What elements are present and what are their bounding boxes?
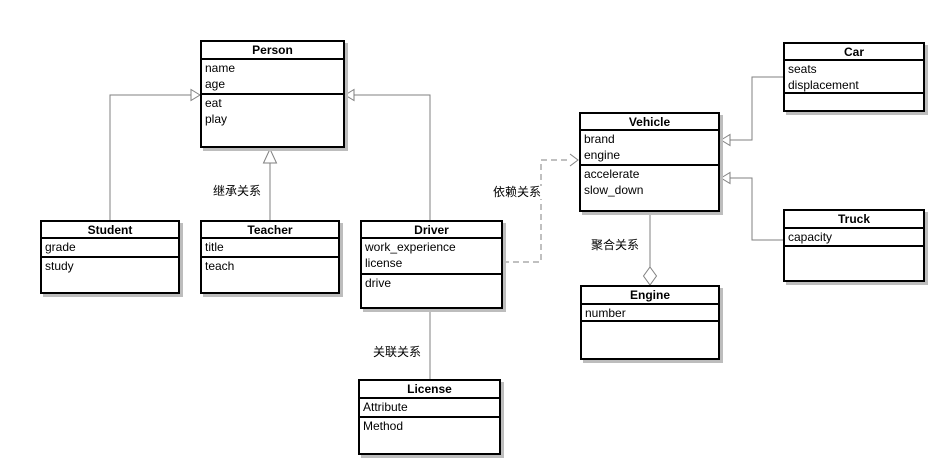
class-engine[interactable]: Engine number <box>580 285 720 360</box>
class-vehicle[interactable]: Vehicle brand engine accelerate slow_dow… <box>579 112 720 212</box>
class-student-title: Student <box>42 222 178 239</box>
generalization-arrowhead <box>262 147 278 164</box>
class-truck-methods <box>785 247 923 280</box>
method: Method <box>363 419 404 433</box>
class-driver-title: Driver <box>362 222 501 239</box>
edge-driver-vehicle[interactable] <box>503 153 579 263</box>
class-person[interactable]: Person name age eat play <box>200 40 345 148</box>
method: play <box>205 112 228 126</box>
attribute: work_experience <box>365 240 456 254</box>
attribute: capacity <box>788 230 833 244</box>
class-vehicle-methods: accelerate slow_down <box>581 166 718 210</box>
method: accelerate <box>584 167 640 181</box>
edge-car-vehicle[interactable] <box>720 76 783 147</box>
class-truck[interactable]: Truck capacity <box>783 209 925 282</box>
class-teacher[interactable]: Teacher title teach <box>200 220 340 294</box>
attribute: seats <box>788 62 817 76</box>
edge-truck-vehicle[interactable] <box>720 171 783 241</box>
class-license-title: License <box>360 381 499 399</box>
edge-label-dependency: 依赖关系 <box>492 185 543 199</box>
class-driver-attributes: work_experience license <box>362 239 501 275</box>
class-truck-title: Truck <box>785 211 923 229</box>
attribute: Attribute <box>363 400 408 414</box>
class-engine-attributes: number <box>582 305 718 322</box>
class-driver-methods: drive <box>362 275 501 307</box>
class-teacher-attributes: title <box>202 239 338 258</box>
class-vehicle-attributes: brand engine <box>581 131 718 166</box>
class-vehicle-title: Vehicle <box>581 114 718 131</box>
attribute: number <box>585 306 626 320</box>
class-person-attributes: name age <box>202 60 343 95</box>
attribute: brand <box>584 132 615 146</box>
class-car-attributes: seats displacement <box>785 61 923 94</box>
generalization-arrowhead <box>720 133 731 147</box>
edge-student-person[interactable] <box>109 88 201 221</box>
attribute: displacement <box>788 78 859 92</box>
class-teacher-methods: teach <box>202 258 338 292</box>
edge-teacher-person[interactable] <box>262 147 278 220</box>
method: study <box>45 259 74 273</box>
attribute: license <box>365 256 403 270</box>
class-person-methods: eat play <box>202 95 343 146</box>
edge-label-association: 关联关系 <box>372 345 423 359</box>
class-license-methods: Method <box>360 418 499 453</box>
generalization-arrowhead <box>720 171 731 185</box>
edge-driver-person[interactable] <box>344 88 431 221</box>
attribute: engine <box>584 148 621 162</box>
dependency-arrowhead <box>569 153 579 167</box>
class-license[interactable]: License Attribute Method <box>358 379 501 455</box>
class-student-attributes: grade <box>42 239 178 258</box>
method: slow_down <box>584 183 644 197</box>
class-engine-title: Engine <box>582 287 718 305</box>
class-teacher-title: Teacher <box>202 222 338 239</box>
class-car-methods <box>785 94 923 110</box>
class-student[interactable]: Student grade study <box>40 220 180 294</box>
class-truck-attributes: capacity <box>785 229 923 247</box>
edge-label-aggregation: 聚合关系 <box>590 238 641 252</box>
class-engine-methods <box>582 322 718 358</box>
class-car-title: Car <box>785 44 923 61</box>
method: teach <box>205 259 235 273</box>
attribute: grade <box>45 240 76 254</box>
class-person-title: Person <box>202 42 343 60</box>
attribute: title <box>205 240 224 254</box>
class-license-attributes: Attribute <box>360 399 499 418</box>
attribute: name <box>205 61 236 75</box>
edge-label-inheritance: 继承关系 <box>212 184 263 198</box>
class-student-methods: study <box>42 258 178 292</box>
method: eat <box>205 96 222 110</box>
attribute: age <box>205 77 226 91</box>
generalization-arrowhead <box>344 88 355 102</box>
method: drive <box>365 276 392 290</box>
aggregation-diamond <box>642 266 658 286</box>
class-car[interactable]: Car seats displacement <box>783 42 925 112</box>
edge-vehicle-engine[interactable] <box>642 212 658 286</box>
generalization-arrowhead <box>190 88 201 102</box>
class-driver[interactable]: Driver work_experience license drive <box>360 220 503 309</box>
